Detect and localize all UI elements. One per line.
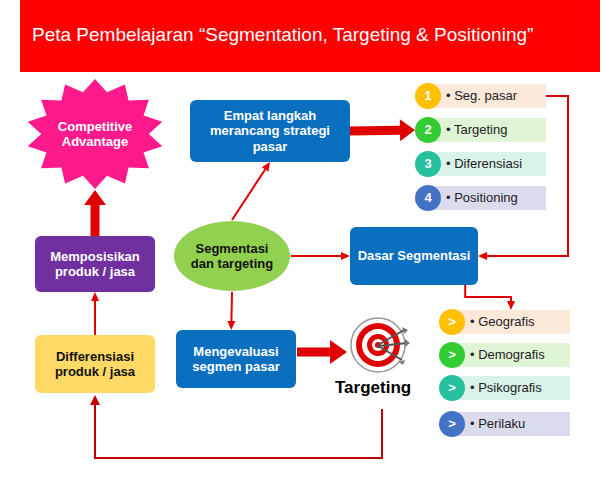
connector-line — [350, 126, 400, 136]
block-arrow — [297, 340, 347, 364]
connector-arrow — [232, 162, 270, 220]
connector-arrow — [291, 252, 350, 260]
connector-line — [465, 285, 511, 301]
text-group: Competitive Advantage — [53, 119, 137, 150]
icon-label: Targeting — [335, 378, 411, 398]
node-text: > — [448, 416, 456, 431]
process-box: Empat langkah merancang strategi pasar — [190, 100, 350, 162]
node-text: Dasar Segmentasi — [358, 248, 471, 263]
node-text: 2 — [424, 122, 431, 137]
text-group: Differensiasi produk / jasa — [40, 349, 150, 380]
topic-ellipse: Segmentasi dan targeting — [173, 220, 291, 292]
node-text: • Perilaku — [470, 416, 525, 431]
node-text: • Diferensiasi — [446, 156, 522, 171]
title-text: Peta Pembelajaran “Segmentation, Targeti… — [32, 24, 533, 46]
arrow-head — [478, 252, 487, 260]
ellipse-fill — [174, 221, 290, 291]
node-text: • Positioning — [446, 190, 518, 205]
text-group: Memposisikan produk / jasa — [40, 249, 150, 280]
process-box: Dasar Segmentasi — [350, 227, 478, 285]
list-item: • Diferensiasi — [428, 152, 546, 176]
block-arrow — [84, 190, 106, 236]
arrow-head — [91, 292, 99, 301]
arrow-head — [84, 190, 106, 205]
text-group: 1 — [424, 88, 431, 103]
node-text: Segmentasi dan targeting — [186, 241, 278, 272]
text-group: > — [448, 314, 456, 329]
connector-line — [291, 255, 341, 257]
process-box: Differensiasi produk / jasa — [35, 335, 155, 393]
text-group: Segmentasi dan targeting — [186, 241, 278, 272]
text-group: • Demografis — [470, 347, 545, 362]
connector-line — [230, 292, 233, 321]
text-group: • Seg. pasar — [446, 88, 517, 103]
text-group: Mengevaluasi segmen pasar — [181, 344, 291, 375]
text-group: 4 — [424, 190, 431, 205]
arrow-head — [341, 252, 350, 260]
text-group: • Geografis — [470, 314, 535, 329]
number-circle: 1 — [415, 83, 441, 109]
text-group: • Positioning — [446, 190, 518, 205]
list-item: • Targeting — [428, 118, 546, 142]
star-fill — [28, 79, 163, 189]
list-item: • Geografis — [452, 310, 570, 334]
number-circle: > — [439, 309, 465, 335]
text-group: 3 — [424, 156, 431, 171]
text-group: • Psikografis — [470, 380, 542, 395]
number-circle: > — [439, 411, 465, 437]
node-text: • Targeting — [446, 122, 507, 137]
number-circle: 4 — [415, 185, 441, 211]
process-box: Mengevaluasi segmen pasar — [176, 330, 296, 388]
connector-line — [91, 205, 100, 236]
node-text: > — [448, 347, 456, 362]
node-text: > — [448, 314, 456, 329]
text-group: • Diferensiasi — [446, 156, 522, 171]
star-burst: Competitive Advantage — [25, 78, 165, 190]
connector-line — [232, 170, 265, 221]
text-group: 2 — [424, 122, 431, 137]
connector-arrow — [91, 292, 99, 335]
node-text: • Demografis — [470, 347, 545, 362]
connector-arrow — [227, 292, 235, 330]
text-group: • Perilaku — [470, 416, 525, 431]
text-group: > — [448, 380, 456, 395]
node-text: Differensiasi produk / jasa — [40, 349, 150, 380]
node-text: 1 — [424, 88, 431, 103]
node-text: 3 — [424, 156, 431, 171]
block-arrow — [350, 119, 415, 141]
arrow-head — [400, 119, 415, 141]
node-text: > — [448, 380, 456, 395]
connector-line — [94, 301, 96, 335]
node-text: • Seg. pasar — [446, 88, 517, 103]
arrow-head — [227, 321, 235, 330]
number-circle: > — [439, 375, 465, 401]
node-text: Competitive Advantage — [53, 119, 137, 150]
number-circle: 2 — [415, 117, 441, 143]
list-item: • Perilaku — [452, 412, 570, 436]
number-circle: 3 — [415, 151, 441, 177]
list-item: • Demografis — [452, 343, 570, 367]
arrow-head — [262, 162, 270, 172]
text-group: > — [448, 347, 456, 362]
process-box: Memposisikan produk / jasa — [35, 236, 155, 292]
number-circle: > — [439, 342, 465, 368]
text-group: • Targeting — [446, 122, 507, 137]
list-item: • Seg. pasar — [428, 84, 546, 108]
node-text: • Geografis — [470, 314, 535, 329]
text-group: Empat langkah merancang strategi pasar — [195, 108, 345, 154]
node-text: • Psikografis — [470, 380, 542, 395]
node-text: 4 — [424, 190, 431, 205]
arrow-head — [507, 301, 515, 310]
list-item: • Positioning — [428, 186, 546, 210]
text-group: Dasar Segmentasi — [358, 248, 471, 263]
target-icon — [351, 318, 410, 372]
node-text: Memposisikan produk / jasa — [40, 249, 150, 280]
connector-arrow — [465, 285, 515, 310]
return-line — [90, 395, 382, 458]
text-group: > — [448, 416, 456, 431]
list-item: • Psikografis — [452, 376, 570, 400]
node-text: Mengevaluasi segmen pasar — [181, 344, 291, 375]
node-text: Empat langkah merancang strategi pasar — [195, 108, 345, 154]
